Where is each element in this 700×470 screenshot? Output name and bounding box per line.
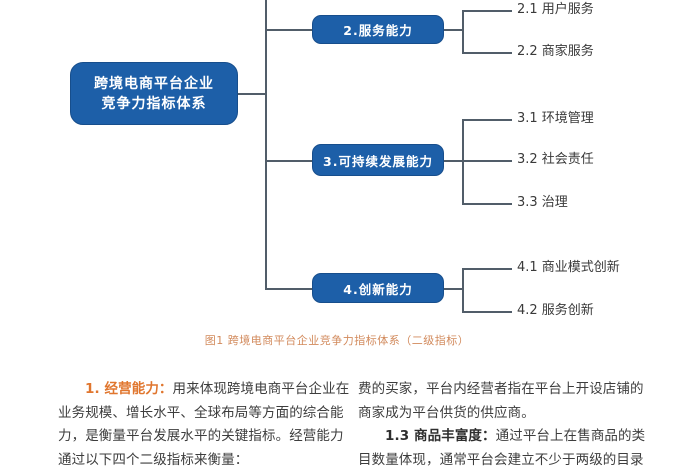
branch-node-innovation: 4.创新能力 bbox=[312, 273, 444, 303]
branch2-out-line bbox=[444, 29, 462, 31]
leaf-stub-line bbox=[462, 119, 512, 121]
branch4-bracket-line bbox=[462, 268, 464, 311]
leaf-label-social: 3.2 社会责任 bbox=[517, 152, 594, 167]
paragraph-lead: 1.3 商品丰富度： bbox=[385, 428, 496, 444]
leaf-stub-line bbox=[462, 10, 512, 12]
body-text: 用来体现跨境电商平台企业在 bbox=[172, 381, 350, 397]
branch-node-sustainability: 3.可持续发展能力 bbox=[312, 144, 444, 176]
leaf-stub-line bbox=[462, 52, 512, 54]
body-right-column: 费的买家，平台内经营者指在平台上开设店铺的 商家成为平台供货的供应商。 1.3 … bbox=[358, 378, 650, 470]
leaf-label-service-innov: 4.2 服务创新 bbox=[517, 303, 594, 318]
branch2-connector-line bbox=[265, 29, 312, 31]
leaf-label-user-service: 2.1 用户服务 bbox=[517, 2, 594, 17]
figure-caption: 图1 跨境电商平台企业竞争力指标体系（二级指标） bbox=[204, 334, 470, 347]
leaf-stub-line bbox=[462, 268, 512, 270]
body-line: 1.3 商品丰富度：通过平台上在售商品的类 bbox=[358, 425, 650, 449]
branch3-connector-line bbox=[265, 160, 312, 162]
body-text: 通过平台上在售商品的类 bbox=[495, 428, 646, 444]
leaf-label-merchant-service: 2.2 商家服务 bbox=[517, 44, 594, 59]
leaf-label-business-model: 4.1 商业模式创新 bbox=[517, 260, 620, 275]
root-node-label-line1: 跨境电商平台企业 bbox=[94, 75, 214, 92]
branch3-out-line bbox=[444, 160, 462, 162]
branch4-connector-line bbox=[265, 288, 312, 290]
body-line: 力，是衡量平台发展水平的关键指标。经营能力 bbox=[58, 428, 344, 444]
leaf-label-environment: 3.1 环境管理 bbox=[517, 111, 594, 126]
body-line: 通过以下四个二级指标来衡量： bbox=[58, 451, 249, 468]
root-node: 跨境电商平台企业 竞争力指标体系 bbox=[70, 62, 238, 125]
leaf-label-governance: 3.3 治理 bbox=[517, 195, 568, 210]
leaf-stub-line bbox=[462, 160, 512, 162]
branch4-out-line bbox=[443, 288, 462, 290]
leaf-stub-line bbox=[462, 203, 512, 205]
paragraph-lead: 1. 经营能力： bbox=[85, 381, 173, 397]
root-node-label-line2: 竞争力指标体系 bbox=[101, 95, 207, 112]
body-line: 1. 经营能力：用来体现跨境电商平台企业在 bbox=[58, 378, 349, 402]
branch-node-service: 2.服务能力 bbox=[312, 15, 444, 44]
root-connector-line bbox=[238, 93, 266, 95]
body-line: 业务规模、增长水平、全球布局等方面的综合能 bbox=[58, 404, 344, 421]
branch2-bracket-line bbox=[462, 10, 464, 52]
body-left-column: 1. 经营能力：用来体现跨境电商平台企业在 业务规模、增长水平、全球布局等方面的… bbox=[58, 378, 349, 470]
trunk-connector-line bbox=[265, 0, 267, 289]
body-line: 费的买家，平台内经营者指在平台上开设店铺的 bbox=[358, 381, 644, 397]
body-line: 商家成为平台供货的供应商。 bbox=[358, 404, 535, 421]
leaf-stub-line bbox=[462, 311, 512, 313]
body-line: 目数量体现，通常平台会建立不少于两级的目录 bbox=[358, 451, 644, 468]
